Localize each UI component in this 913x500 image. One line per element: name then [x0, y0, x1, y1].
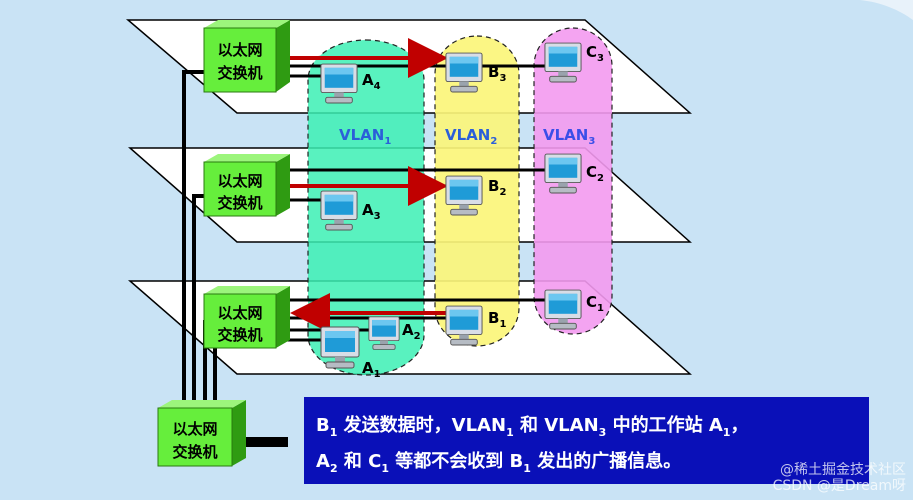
label-b3: B3 [488, 63, 506, 84]
switch-top-label-2: 交换机 [217, 64, 262, 82]
vlan3-label: VLAN3 [543, 126, 595, 147]
pc-icon [368, 316, 400, 350]
pc-icon [544, 289, 582, 330]
workstation-b2[interactable]: B2 [445, 175, 506, 216]
caption-segment: 1 [506, 426, 514, 439]
switch-middle-side [276, 154, 290, 216]
caption-segment: 1 [330, 426, 338, 439]
workstation-c2[interactable]: C2 [544, 153, 604, 194]
caption-segment: 3 [599, 426, 607, 439]
switch-middle-label-2: 交换机 [217, 194, 262, 212]
caption-segment: 中的工作站 A [606, 414, 723, 436]
switch-bottom[interactable]: 以太网 交换机 [203, 286, 290, 349]
switch-core[interactable]: 以太网 交换机 [157, 400, 246, 467]
watermark: @稀土掘金技术社区 CSDN @是Dream呀 [773, 462, 906, 494]
switch-top-label-1: 以太网 [217, 41, 262, 59]
workstation-b3[interactable]: B3 [445, 52, 506, 93]
label-a2: A2 [402, 321, 421, 342]
switch-core-label-2: 交换机 [172, 443, 217, 461]
caption-segment: 和 VLAN [514, 415, 599, 436]
switch-top-topface [204, 20, 290, 28]
vlan1-label: VLAN1 [339, 126, 391, 147]
caption-segment: A [316, 451, 330, 472]
caption-segment: 1 [523, 462, 531, 475]
watermark-line-1: @稀土掘金技术社区 [780, 462, 906, 478]
workstation-c3[interactable]: C3 [544, 42, 604, 83]
pc-icon [544, 42, 582, 83]
caption-segment: 和 C [338, 451, 382, 472]
vlan2-label: VLAN2 [445, 126, 497, 147]
background-corner [860, 0, 913, 20]
switch-top-side [276, 20, 290, 92]
switch-bottom-topface [204, 286, 290, 294]
switch-middle-topface [204, 154, 290, 162]
workstation-a2[interactable]: A2 [368, 316, 421, 350]
pc-icon [445, 52, 483, 93]
caption-segment: 1 [381, 462, 389, 475]
label-c1: C1 [586, 293, 604, 314]
broadcast-arrows [290, 38, 448, 333]
switch-bottom-label-2: 交换机 [217, 326, 262, 344]
switch-top[interactable]: 以太网 交换机 [203, 20, 290, 93]
switch-bottom-front [203, 293, 277, 349]
switch-middle-label-1: 以太网 [217, 172, 262, 190]
switch-middle-front [203, 161, 277, 217]
switch-core-front [157, 407, 233, 467]
switch-middle[interactable]: 以太网 交换机 [203, 154, 290, 217]
caption-background [304, 397, 869, 484]
workstation-a1[interactable]: A1 [320, 326, 381, 380]
switch-bottom-side [276, 286, 290, 348]
label-b2: B2 [488, 177, 506, 198]
caption-segment: 等都不会收到 B [389, 450, 523, 472]
caption-box: B1 发送数据时，VLAN1 和 VLAN3 中的工作站 A1， A2 和 C1… [304, 397, 869, 484]
vlan1-region [307, 39, 425, 376]
caption-segment: 2 [330, 462, 338, 475]
pc-icon [445, 175, 483, 216]
label-a1: A1 [362, 359, 381, 380]
workstation-b1[interactable]: B1 [445, 305, 506, 346]
caption-segment: ， [730, 415, 748, 436]
core-switch-port [246, 437, 288, 447]
switch-core-topface [158, 400, 246, 408]
label-b1: B1 [488, 309, 506, 330]
pc-icon [445, 305, 483, 346]
pc-icon [320, 190, 358, 231]
caption-segment: B [316, 415, 330, 436]
label-a3: A3 [362, 201, 381, 222]
workstation-a3[interactable]: A3 [320, 190, 381, 231]
label-a4: A4 [362, 71, 381, 92]
label-c2: C2 [586, 163, 604, 184]
workstation-a4[interactable]: A4 [320, 63, 381, 104]
workstation-c1[interactable]: C1 [544, 289, 604, 330]
caption-segment: 发送数据时，VLAN [337, 414, 506, 436]
backbone-cables [182, 70, 288, 447]
pc-icon [320, 326, 360, 369]
switch-core-label-1: 以太网 [172, 420, 217, 438]
caption-line-2: A2 和 C1 等都不会收到 B1 发出的广播信息。 [316, 450, 681, 475]
caption-line-1: B1 发送数据时，VLAN1 和 VLAN3 中的工作站 A1， [316, 414, 748, 439]
caption-segment: 发出的广播信息。 [531, 450, 681, 472]
label-c3: C3 [586, 43, 604, 64]
switch-core-side [232, 400, 246, 466]
pc-icon [544, 153, 582, 194]
switch-bottom-label-1: 以太网 [217, 304, 262, 322]
caption-segment: 1 [723, 426, 731, 439]
pc-icon [320, 63, 358, 104]
switch-top-front [203, 27, 277, 93]
vlan-labels: VLAN1 VLAN2 VLAN3 [339, 126, 595, 147]
watermark-line-2: CSDN @是Dream呀 [773, 478, 906, 494]
